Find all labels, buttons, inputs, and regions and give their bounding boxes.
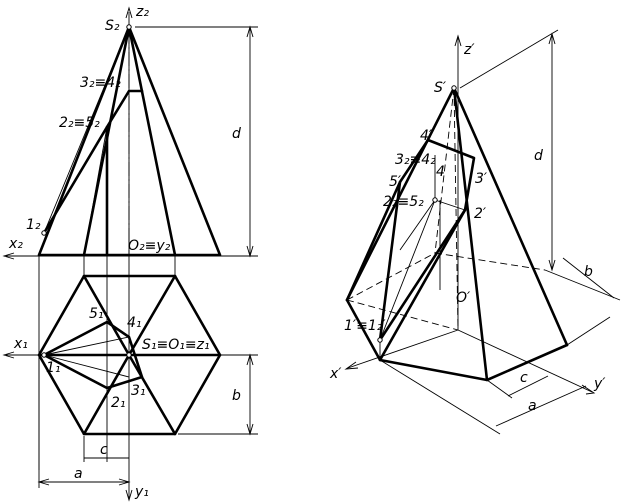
dim-b-arrow-bottom [246, 423, 254, 436]
point-1-2 [41, 230, 47, 236]
label-3-1: 3₁ [131, 383, 146, 399]
label-S2: S₂ [105, 18, 120, 34]
label-2-prime: 2′ [474, 206, 487, 222]
label-2-1: 2₁ [111, 395, 126, 411]
y1-arrow [125, 489, 133, 502]
label-5-prime: 5′ [389, 174, 402, 190]
y-prime-arrow [581, 384, 596, 395]
front-thin-2 [83, 126, 108, 256]
axo-dim-d-ext-top [459, 29, 559, 89]
hidden-back-1 [346, 252, 436, 301]
dim-b-arrow-top [246, 353, 254, 366]
point-S-prime [451, 85, 457, 91]
label-3-prime: 3′ [475, 171, 488, 187]
axo-dim-a-ext [379, 359, 501, 435]
front-thin-1 [43, 26, 130, 234]
label-2-5: 2₂≡5₂ [59, 115, 100, 131]
axo-dim-c-line [507, 375, 549, 397]
axo-section-line [378, 138, 476, 342]
hidden-back-3 [346, 299, 459, 331]
axo-edge-front [452, 86, 489, 382]
label-z2: z₂ [135, 4, 149, 20]
axo-thin-4 [399, 199, 436, 251]
label-a-top: a [74, 466, 83, 482]
label-1-1: 1₁ [46, 360, 61, 376]
front-pyramid-outline [37, 25, 222, 257]
dim-a-arrow-right [118, 478, 131, 486]
label-S-prime: S′ [434, 80, 447, 96]
label-3-4: 3₂≡4₂ [80, 75, 121, 91]
label-a-axo: a [528, 398, 537, 414]
axo-dim-d-arrow-bottom [548, 259, 556, 272]
axo-thin-2 [434, 199, 466, 211]
axo-dim-c-ext [486, 379, 513, 399]
axo-dim-b-line [562, 257, 615, 299]
top-thin-1 [43, 336, 130, 356]
label-z-prime: z′ [463, 42, 475, 58]
label-d-axo: d [534, 148, 543, 164]
label-1-2: 1₂ [26, 217, 41, 233]
axo-dim-a-line [495, 385, 587, 427]
label-3-4-prime: 3₂≡4₂ [395, 152, 436, 168]
label-4-1: 4₁ [127, 315, 142, 331]
label-O2-y2: O₂≡y₂ [128, 238, 171, 254]
axo-thin-1 [379, 199, 436, 341]
point-1-1 [41, 352, 47, 358]
label-1-prime: 1′≡1₂′ [344, 318, 386, 334]
label-d-front: d [232, 126, 241, 142]
x-prime-axis [347, 329, 459, 369]
label-y1: y₁ [134, 484, 149, 500]
label-x2: x₂ [8, 236, 23, 252]
axo-edge-mid [378, 208, 467, 362]
label-2-5-prime: 2₂≡5₂ [383, 194, 424, 210]
label-b-axo: b [584, 264, 593, 280]
axo-dim-d-arrow-top [548, 32, 556, 45]
top-view: x₁ y₁ 5₁ 4₁ S₁≡O₁≡z₁ 1₁ 2₁ 3₁ b c a [2, 256, 258, 502]
label-4-small: 4 [436, 164, 445, 180]
top-section-line [42, 320, 144, 390]
label-5-1: 5₁ [89, 306, 104, 322]
front-edge-b [127, 25, 177, 257]
x-prime-arrow [344, 361, 359, 370]
hidden-edge-apex [434, 87, 455, 254]
front-view: S₂ z₂ 3₂≡4₂ 2₂≡5₂ 1₂ x₂ O₂≡y₂ d [2, 4, 258, 260]
y-prime-axis [457, 329, 593, 393]
point-S1 [126, 352, 132, 358]
front-section-line [42, 89, 144, 235]
axo-dim-b-ext [544, 269, 621, 301]
edge-radial-2 [127, 274, 177, 357]
dim-d-arrow-top [246, 25, 254, 38]
label-O-prime: O′ [456, 290, 471, 306]
label-x-prime: x′ [329, 366, 342, 382]
edge-radial-5 [82, 353, 131, 436]
z-prime-arrow [454, 34, 462, 47]
axo-section-drop [345, 180, 402, 302]
label-x1: x₁ [13, 336, 28, 352]
z2-arrow [125, 6, 133, 19]
x1-arrow [2, 351, 15, 359]
axonometric-view: S′ z′ 4′ 3₂≡4₂ 5′ 4 3′ 2₂≡5₂ 2′ O′ 1′≡1₂… [329, 29, 621, 435]
axo-dim-b-ext-2 [566, 316, 611, 346]
label-c-top: c [100, 442, 108, 458]
axo-edge-left [345, 86, 456, 302]
edge-radial-4 [127, 353, 177, 436]
point-S2 [126, 24, 132, 30]
edge-radial-1 [82, 274, 131, 357]
axo-front-base [345, 298, 569, 382]
label-b-top: b [232, 388, 241, 404]
hidden-back-2 [434, 252, 546, 271]
label-c-axo: c [520, 370, 528, 386]
x2-arrow [2, 252, 15, 260]
label-center: S₁≡O₁≡z₁ [142, 337, 210, 353]
dim-d-arrow-bottom [246, 245, 254, 258]
point-1-prime [377, 337, 383, 343]
hidden-edge-origin [453, 87, 459, 331]
point-2-5-prime [432, 197, 438, 203]
label-y-prime: y′ [593, 376, 606, 392]
top-thin-2 [43, 354, 130, 378]
label-4-prime: 4′ [420, 128, 433, 144]
axo-edge-right [452, 86, 569, 347]
